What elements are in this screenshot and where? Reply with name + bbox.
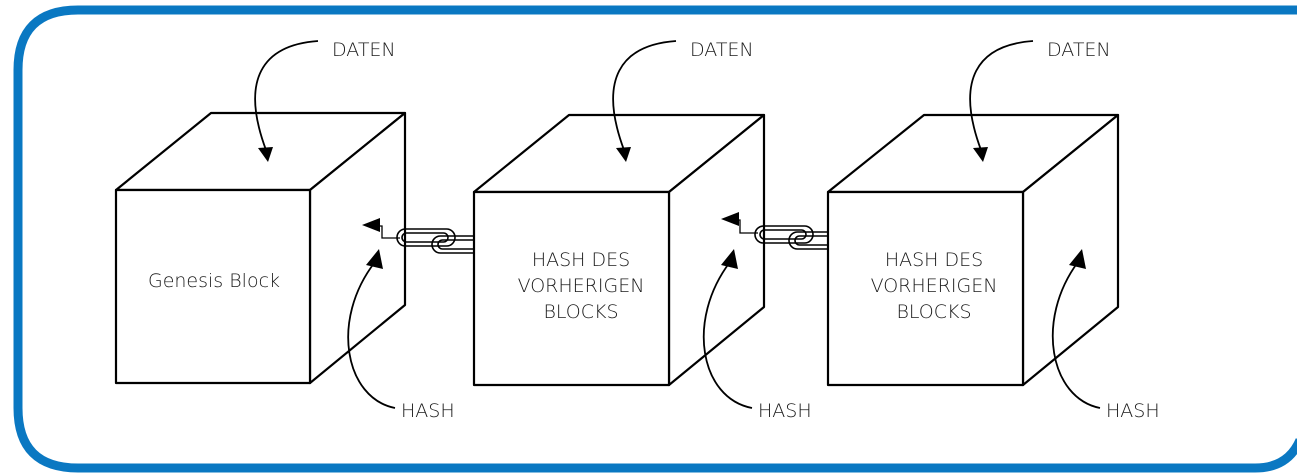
arrow-icon [366,249,383,269]
hash-label: HASH [1106,400,1160,422]
block-text-line-3: BLOCKS [543,301,618,323]
data-label: DATEN [690,39,754,61]
block-3: HASH DES VORHERIGEN BLOCKS DATEN HASH [826,39,1160,422]
block-text-line-2: VORHERIGEN [871,275,998,297]
arrow-icon [973,147,988,162]
arrow-icon [721,212,739,226]
hash-arrow-curve [702,261,753,409]
arrow-icon [362,218,380,232]
block-genesis: Genesis Block DATEN HASH [114,39,455,422]
block-2: HASH DES VORHERIGEN BLOCKS DATEN HASH [472,39,812,422]
data-label: DATEN [332,39,396,61]
block-text-line-2: VORHERIGEN [518,275,645,297]
hash-arrow-curve [1051,261,1101,409]
data-arrow-curve [612,40,677,151]
arrow-icon [721,249,738,269]
hash-label: HASH [758,400,812,422]
block-text-line-1: HASH DES [885,249,983,271]
block-text-line-1: HASH DES [532,249,630,271]
hash-arrow-curve [347,261,396,409]
arrow-icon [616,147,631,162]
data-label: DATEN [1047,39,1111,61]
data-arrow-curve [254,40,319,151]
arrow-icon [1069,249,1086,269]
cube-front-face [472,190,671,387]
hash-label: HASH [401,400,455,422]
cube-front-face [114,188,312,385]
arrow-icon [258,147,273,162]
data-arrow-curve [969,40,1034,151]
cube-front-face [826,190,1025,387]
block-title: Genesis Block [148,270,280,292]
block-text-line-3: BLOCKS [896,301,971,323]
frame-border [13,5,1297,473]
